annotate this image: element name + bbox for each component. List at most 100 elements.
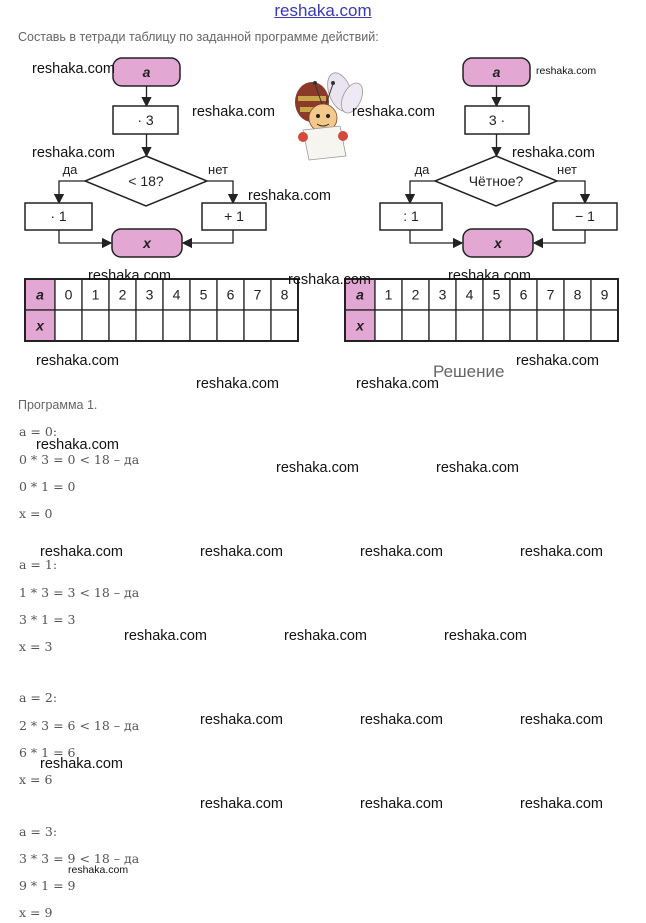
table-cell xyxy=(563,278,592,311)
condition-node xyxy=(83,155,209,207)
watermark: reshaka.com xyxy=(520,712,604,728)
condition-node xyxy=(433,155,559,207)
step-calc: 9 * 1 = 9 xyxy=(19,878,76,893)
step-calc: 6 * 1 = 6 xyxy=(19,745,76,760)
table-cell-empty xyxy=(135,309,164,342)
no-op-node xyxy=(552,202,618,231)
no-op-node xyxy=(201,202,267,231)
table-header-cell xyxy=(24,278,56,311)
watermark: reshaka.com xyxy=(32,61,116,77)
watermark: reshaka.com xyxy=(512,145,596,161)
table-cell-empty xyxy=(216,309,245,342)
step-calc: 3 * 1 = 3 xyxy=(19,612,76,627)
start-label: a xyxy=(143,64,151,80)
step-check: 1 * 3 = 3 < 18 – да xyxy=(19,585,140,600)
watermark: reshaka.com xyxy=(124,628,208,644)
table-value: 4 xyxy=(173,287,181,303)
watermark: reshaka.com xyxy=(200,544,284,560)
table-cell-empty xyxy=(509,309,538,342)
op-label: · 3 xyxy=(137,112,154,128)
step-check: 0 * 3 = 0 < 18 – да xyxy=(19,452,140,467)
table-value: 7 xyxy=(547,287,555,303)
watermark: reshaka.com xyxy=(200,796,284,812)
table-cell xyxy=(374,278,403,311)
table-cell-empty xyxy=(243,309,272,342)
program-title: Программа 1. xyxy=(18,398,98,412)
watermark: reshaka.com xyxy=(360,712,444,728)
watermark: reshaka.com xyxy=(436,460,520,476)
step-result: x = 6 xyxy=(19,772,53,787)
watermark: reshaka.com xyxy=(352,104,436,120)
end-node xyxy=(462,228,534,258)
step-assign: a = 0: xyxy=(19,424,58,439)
watermark: reshaka.com xyxy=(356,376,440,392)
watermark: reshaka.com xyxy=(276,460,360,476)
task-figure: a · 3 < 18? да нет · 1 + 1 x xyxy=(24,57,619,342)
flowchart-left: a · 3 < 18? да нет · 1 + 1 x xyxy=(24,57,267,258)
table-cell-empty xyxy=(81,309,110,342)
watermark: reshaka.com xyxy=(284,628,368,644)
condition-label: Чётное? xyxy=(469,173,524,189)
no-label: нет xyxy=(557,162,577,177)
table-value: 3 xyxy=(146,287,154,303)
table-cell-empty xyxy=(374,309,403,342)
table-row-label: a xyxy=(356,287,364,303)
table-value: 2 xyxy=(119,287,127,303)
table-value: 1 xyxy=(92,287,100,303)
watermark: reshaka.com xyxy=(36,353,120,369)
yes-label: да xyxy=(63,162,79,177)
table-cell-empty xyxy=(482,309,511,342)
step-assign: a = 1: xyxy=(19,557,58,572)
step-assign: a = 3: xyxy=(19,824,58,839)
table-cell-empty xyxy=(563,309,592,342)
table-cell xyxy=(536,278,565,311)
watermark: reshaka.com xyxy=(36,437,120,453)
table-cell-empty xyxy=(270,309,299,342)
watermark: reshaka.com xyxy=(516,353,600,369)
watermark: reshaka.com xyxy=(88,268,172,284)
watermark: reshaka.com xyxy=(248,188,332,204)
watermark: reshaka.com xyxy=(444,628,528,644)
bee-mascot-illustration xyxy=(295,72,363,161)
start-label: a xyxy=(493,64,501,80)
table-value: 1 xyxy=(385,287,393,303)
watermark: reshaka.com xyxy=(40,544,124,560)
watermark: reshaka.com xyxy=(520,544,604,560)
watermark: reshaka.com xyxy=(200,712,284,728)
table-row-label: x xyxy=(355,318,365,334)
table-value: 3 xyxy=(439,287,447,303)
step-result: x = 0 xyxy=(19,506,53,521)
watermark: reshaka.com xyxy=(448,268,532,284)
table-value: 8 xyxy=(574,287,582,303)
watermark: reshaka.com xyxy=(196,376,280,392)
watermark: reshaka.com xyxy=(32,145,116,161)
watermark: reshaka.com xyxy=(288,272,372,288)
yes-op-label: · 1 xyxy=(50,208,67,224)
table-cell xyxy=(270,278,299,311)
watermark: reshaka.com xyxy=(68,864,129,876)
end-node xyxy=(111,228,183,258)
step-calc: 0 * 1 = 0 xyxy=(19,479,76,494)
table-cell-empty xyxy=(428,309,457,342)
table-cell-empty xyxy=(108,309,137,342)
solution-label: Решение xyxy=(433,362,505,381)
no-op-label: + 1 xyxy=(224,208,244,224)
step-result: x = 9 xyxy=(19,905,53,920)
end-label: x xyxy=(142,235,152,251)
table-value: 7 xyxy=(254,287,262,303)
yes-op-node xyxy=(379,202,443,231)
site-link[interactable]: reshaka.com xyxy=(274,1,372,20)
flowchart-right: a 3 · Чётное? да нет : 1 − 1 x xyxy=(379,57,618,258)
watermark: reshaka.com xyxy=(40,756,124,772)
condition-label: < 18? xyxy=(128,173,164,189)
step-check: 2 * 3 = 6 < 18 – да xyxy=(19,718,140,733)
table-header-cell xyxy=(344,309,376,342)
watermark: reshaka.com xyxy=(520,796,604,812)
step-result: x = 3 xyxy=(19,639,53,654)
table-value: 6 xyxy=(520,287,528,303)
step-assign: a = 2: xyxy=(19,690,58,705)
yes-op-label: : 1 xyxy=(403,208,419,224)
table-row-label: x xyxy=(35,318,45,334)
table-row-label: a xyxy=(36,287,44,303)
